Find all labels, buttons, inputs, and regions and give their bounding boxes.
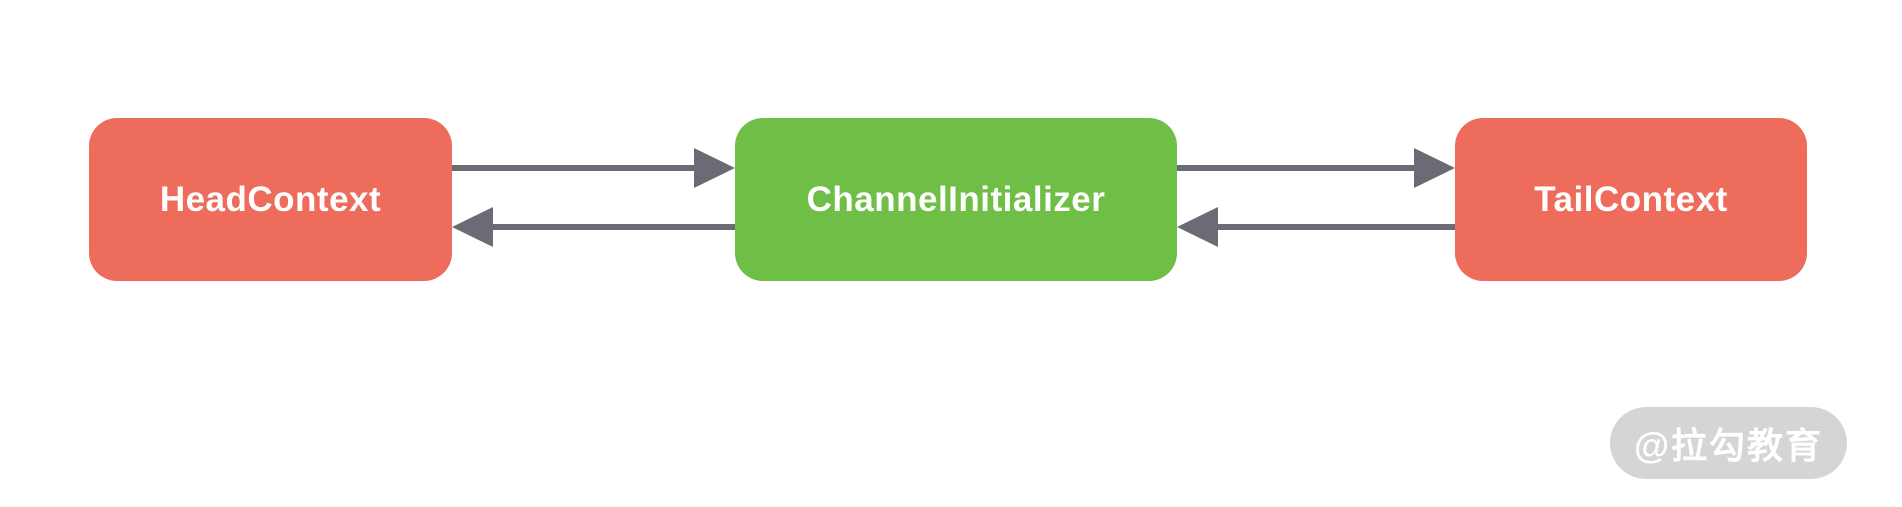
node-head-context: HeadContext [89, 118, 452, 281]
arrow-left-icon [452, 207, 735, 247]
node-tail-context: TailContext [1455, 118, 1807, 281]
node-channel-initializer-label: ChannelInitializer [806, 179, 1106, 219]
node-tail-context-label: TailContext [1534, 179, 1728, 219]
node-channel-initializer: ChannelInitializer [735, 118, 1177, 281]
watermark-text: @拉勾教育 [1633, 425, 1824, 466]
watermark-badge: @拉勾教育 [1610, 407, 1847, 479]
node-head-context-label: HeadContext [159, 179, 382, 219]
arrow-right-icon [452, 148, 735, 188]
arrow-right-icon [1177, 148, 1455, 188]
arrow-left-icon [1177, 207, 1455, 247]
